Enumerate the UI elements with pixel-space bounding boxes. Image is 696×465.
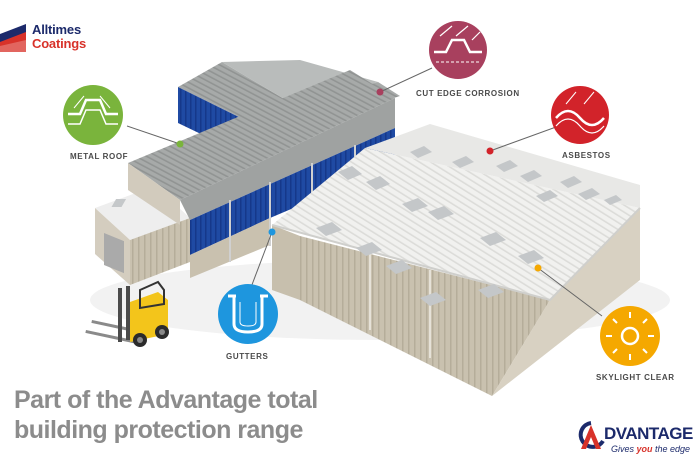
- asbestos-roof-icon: [555, 91, 605, 134]
- advantage-logo-mark: [578, 421, 605, 449]
- cut-edge-callout: [429, 21, 487, 79]
- gutters-callout: [218, 284, 278, 344]
- brand-name-line1: Alltimes: [32, 22, 81, 37]
- tagline-part-2: the edge: [652, 444, 691, 454]
- tagline-highlight: you: [636, 444, 653, 454]
- headline-line2: building protection range: [14, 416, 303, 444]
- white-warehouse: [271, 124, 641, 396]
- metal-roof-callout: [63, 85, 123, 145]
- gutters-label: GUTTERS: [226, 352, 269, 361]
- gutter-icon: [228, 294, 268, 334]
- advantage-wordmark: DVANTAGE: [604, 424, 693, 443]
- cut-edge-roof-icon: [434, 25, 482, 63]
- grey-warehouse: [128, 70, 395, 278]
- headline-line1: Part of the Advantage total: [14, 386, 318, 414]
- advantage-tagline: Gives you the edge: [611, 444, 690, 454]
- brand-name-line2: Coatings: [32, 36, 87, 51]
- cut-edge-label: CUT EDGE CORROSION: [416, 89, 520, 98]
- skylight-panels: [316, 146, 622, 306]
- asbestos-callout: [551, 86, 609, 144]
- asbestos-label: ASBESTOS: [562, 151, 611, 160]
- skylight-callout: [600, 306, 660, 366]
- tagline-part-1: Gives: [611, 444, 637, 454]
- skylight-label: SKYLIGHT CLEAR: [596, 373, 675, 382]
- callout-dots: [176, 88, 542, 272]
- forklift: [85, 280, 169, 347]
- alltimes-logo-mark: [0, 24, 26, 52]
- metal-roof-label: METAL ROOF: [70, 152, 129, 161]
- sun-icon: [606, 312, 654, 360]
- callout-leaders: [126, 67, 603, 317]
- metal-roof-icon: [68, 95, 118, 125]
